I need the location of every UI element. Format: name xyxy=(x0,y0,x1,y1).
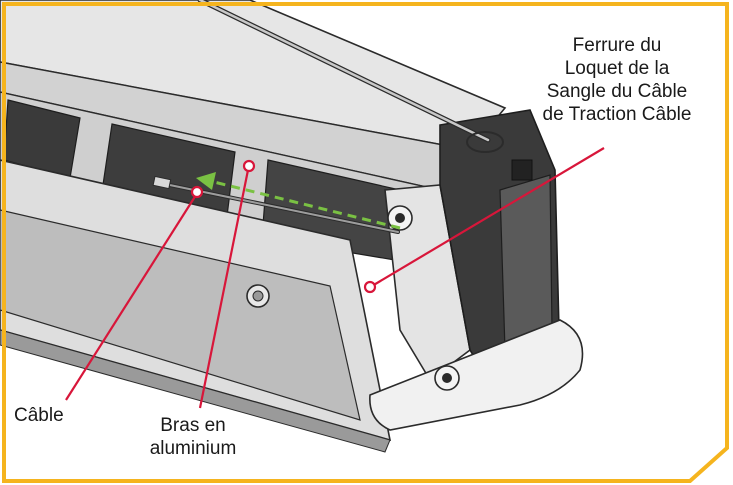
label-aluminum-arm-line-2: aluminium xyxy=(149,438,237,459)
label-latch-hardware-line-4: de Traction Câble xyxy=(542,104,692,125)
label-aluminum-arm: Bras en aluminium xyxy=(128,414,258,460)
label-latch-hardware-line-1: Ferrure du xyxy=(572,35,662,56)
label-latch-hardware-line-3: Sangle du Câble xyxy=(546,81,688,102)
pull-direction-arrow xyxy=(196,172,401,230)
label-aluminum-arm-line-1: Bras en xyxy=(160,415,226,436)
leader-dot-aluminum-arm xyxy=(242,159,256,173)
label-latch-hardware: Ferrure du Loquet de la Sangle du Câble … xyxy=(517,34,717,126)
product-drawing xyxy=(0,0,584,453)
label-cable: Câble xyxy=(14,405,64,426)
leader-cable xyxy=(65,194,197,401)
leader-latch-hardware xyxy=(371,147,605,287)
leader-dot-latch-hardware xyxy=(363,280,377,294)
leader-dot-cable xyxy=(190,185,204,199)
leader-aluminum-arm xyxy=(198,169,250,409)
label-latch-hardware-line-2: Loquet de la xyxy=(564,58,670,79)
callout-leaders xyxy=(65,147,605,409)
